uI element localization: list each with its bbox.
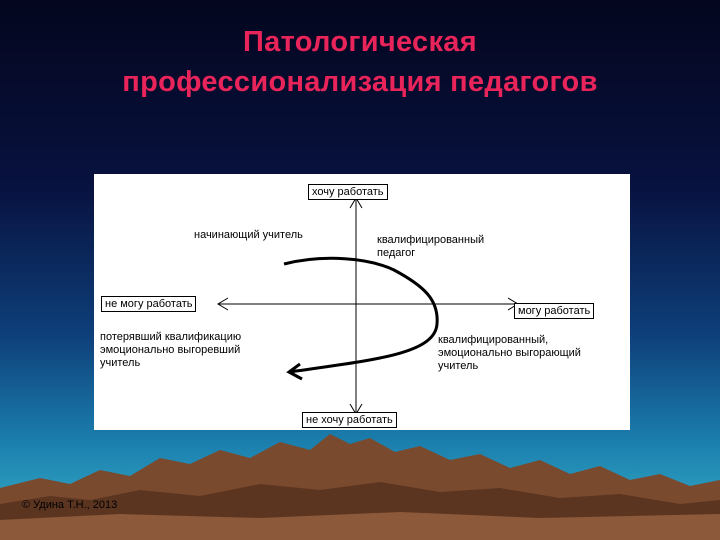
- label-qualified-teacher: квалифицированный педагог: [377, 234, 484, 260]
- label-lost-line-3: учитель: [100, 357, 141, 369]
- label-beginner-teacher: начинающий учитель: [194, 229, 303, 241]
- slide-title: Патологическая профессионализация педаго…: [0, 22, 720, 102]
- axis-label-want-to-work: хочу работать: [308, 184, 388, 200]
- mountain-range: [0, 434, 720, 540]
- label-burning-line-1: квалифицированный,: [438, 334, 549, 346]
- label-qualified-teacher-line-1: квалифицированный: [377, 234, 485, 246]
- copyright-note: © Удина Т.Н., 2013: [22, 499, 118, 511]
- label-lost-qualification-teacher: потерявший квалификацию эмоционально выг…: [100, 331, 241, 370]
- label-lost-line-2: эмоционально выгоревший: [100, 344, 241, 356]
- axis-label-dont-want-to-work: не хочу работать: [302, 412, 397, 428]
- label-burning-out-teacher: квалифицированный, эмоционально выгорающ…: [438, 334, 581, 373]
- label-qualified-teacher-line-2: педагог: [377, 247, 416, 259]
- slide-title-line-2: профессионализация педагогов: [122, 66, 598, 98]
- axis-label-can-work: могу работать: [514, 303, 595, 319]
- arrow-left-icon: [217, 297, 229, 311]
- label-lost-line-1: потерявший квалификацию: [100, 331, 242, 343]
- diagram-panel: хочу работать не хочу работать не могу р…: [94, 174, 630, 430]
- label-burning-line-3: учитель: [438, 360, 479, 372]
- curve-arrowhead-icon: [286, 362, 303, 381]
- slide-title-line-1: Патологическая: [243, 26, 477, 58]
- label-burning-line-2: эмоционально выгорающий: [438, 347, 581, 359]
- axis-label-cannot-work: не могу работать: [101, 296, 197, 312]
- career-curve: [283, 256, 439, 374]
